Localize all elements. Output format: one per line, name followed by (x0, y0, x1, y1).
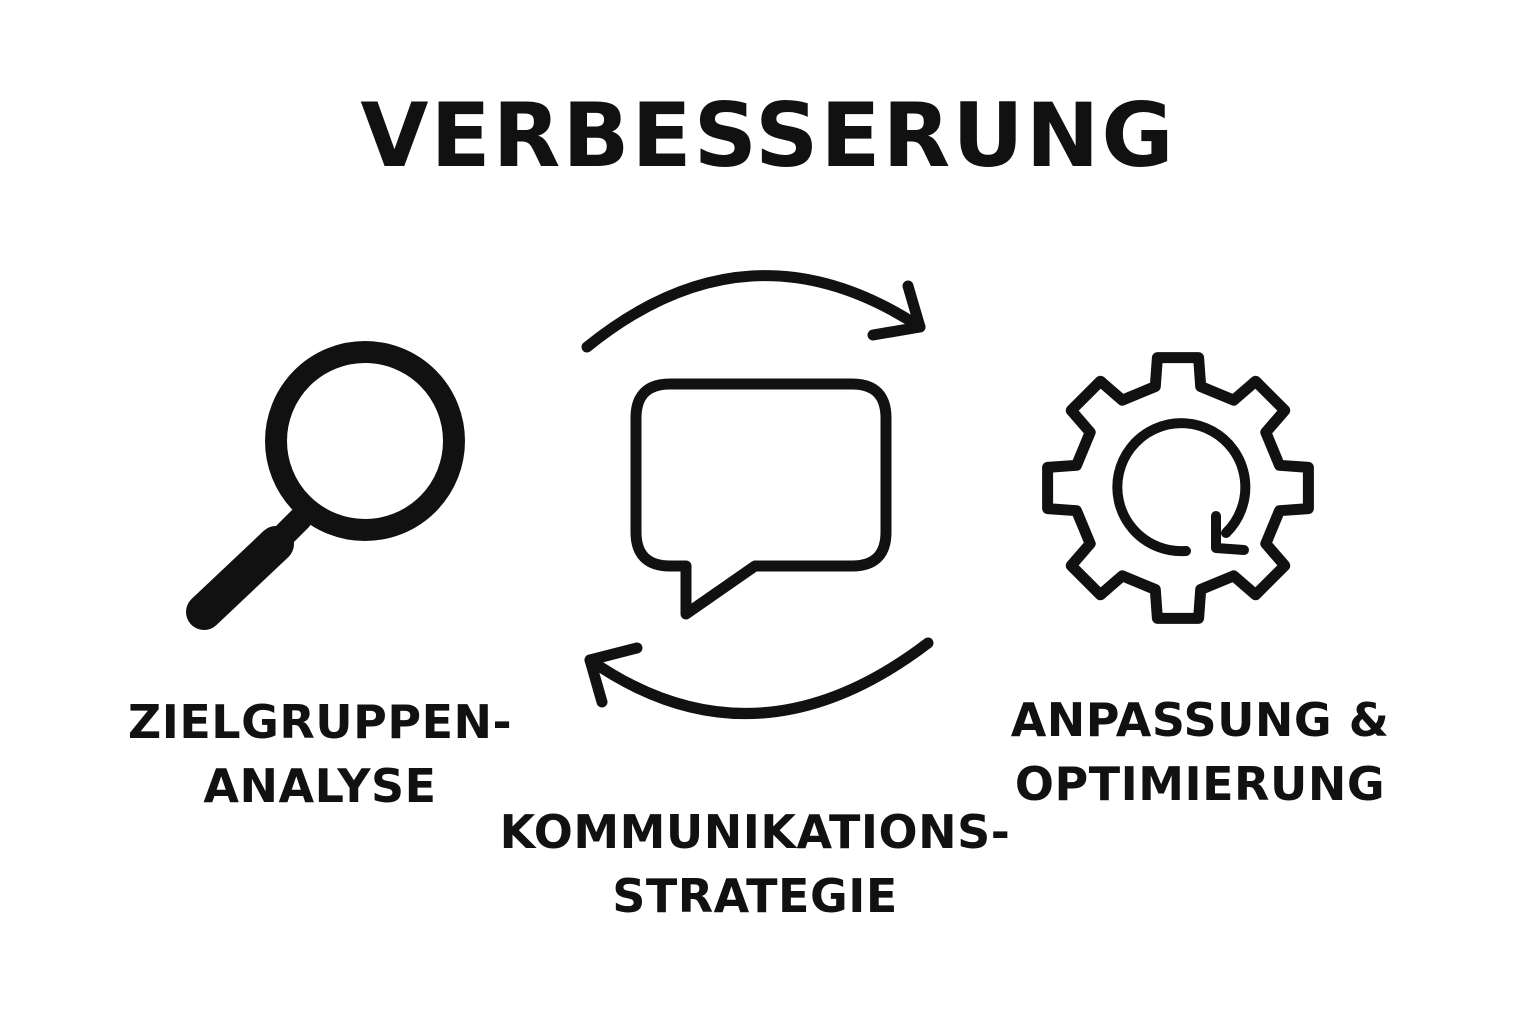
step-label-line: OPTIMIERUNG (1014, 757, 1386, 811)
step-label-line: KOMMUNIKATIONS- (499, 805, 1011, 859)
gear-refresh-icon (1042, 352, 1314, 624)
arrow-clockwise-bottom-icon (584, 637, 934, 719)
step-label-kommunikationsstrategie: KOMMUNIKATIONS- STRATEGIE (470, 800, 1040, 928)
speech-bubble-icon (630, 378, 892, 620)
step-label-line: ANPASSUNG & (1010, 693, 1390, 747)
step-label-anpassung-optimierung: ANPASSUNG & OPTIMIERUNG (990, 688, 1410, 816)
step-label-line: ZIELGRUPPEN- (127, 695, 513, 749)
magnifying-glass-icon (186, 341, 465, 630)
arrow-clockwise-top-icon (581, 270, 926, 353)
step-label-line: STRATEGIE (612, 869, 898, 923)
step-label-zielgruppenanalyse: ZIELGRUPPEN- ANALYSE (100, 690, 540, 818)
diagram-title: VERBESSERUNG (360, 84, 1176, 187)
step-label-line: ANALYSE (203, 759, 437, 813)
